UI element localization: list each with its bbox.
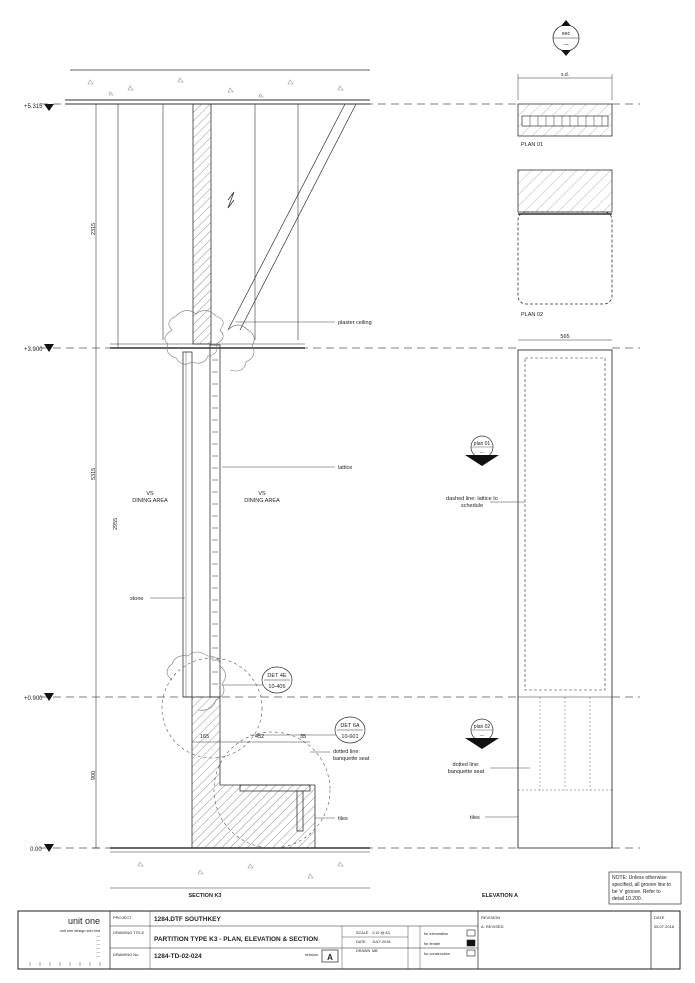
project-label: PROJECT xyxy=(113,915,132,920)
general-note-line1: NOTE: Unless otherwise xyxy=(612,875,667,881)
elevation-a xyxy=(465,20,613,849)
callout-det-4e-ref: 10-405 xyxy=(268,684,285,690)
revision-entry: A. REVISED xyxy=(481,924,504,929)
level-label-4: 0.00 xyxy=(30,847,42,853)
dim-top: s.d. xyxy=(561,72,569,78)
company-address-5: — xyxy=(97,950,101,954)
revision-header: REVISION xyxy=(481,915,500,920)
note-elev-dotted-1: dotted line: xyxy=(453,762,480,768)
level-marker-1: +5.315 xyxy=(24,104,54,111)
tag-plan-02-sub: — xyxy=(480,733,485,738)
note-dashed-line-2: schedule xyxy=(461,503,483,509)
plan-01-label: PLAN 01 xyxy=(521,142,543,148)
section-k3 xyxy=(65,69,370,889)
drawing-title-label: DRAWING TITLE xyxy=(113,930,144,935)
level-marker-2: +3.900 xyxy=(24,344,54,353)
dim-165: 165 xyxy=(200,734,209,740)
dim-5315: 5315 xyxy=(91,468,97,480)
revision-label: revision xyxy=(305,953,318,957)
note-elev-tiles: tiles xyxy=(470,815,480,821)
company-address-6: — xyxy=(97,954,101,958)
drawing-title: PARTITION TYPE K3 - PLAN, ELEVATION & SE… xyxy=(154,936,318,943)
section-title: SECTION K3 xyxy=(188,893,221,899)
date-value: JULY 2018 xyxy=(372,940,390,944)
note-lattice: lattice xyxy=(338,465,352,471)
note-banquette-seat: banquette seat xyxy=(333,756,370,762)
scale-value: 1:10 @ A3 xyxy=(372,931,390,935)
purpose-information: for information xyxy=(424,932,448,936)
general-note-box: NOTE: Unless otherwise specified, all gr… xyxy=(608,871,682,905)
tag-plan-01-sub: — xyxy=(480,450,485,455)
level-marker-3: +0.900 xyxy=(24,693,54,702)
purpose-tender: for tender xyxy=(424,942,441,946)
level-marker-4: 0.00 xyxy=(30,844,54,853)
dim-452: 452 xyxy=(255,734,264,740)
level-label-3: +0.900 xyxy=(24,696,43,702)
company-address-4: — xyxy=(97,946,101,950)
room-right-line1: VS xyxy=(258,491,266,497)
lattice-slats xyxy=(212,359,218,685)
date-label: DATE xyxy=(356,940,366,944)
plan-02-label: PLAN 02 xyxy=(521,312,543,318)
note-dashed-line-1: dashed line: lattice to xyxy=(446,496,498,502)
section-marker-sub: — xyxy=(564,42,569,48)
company-sub: unit one design sdn bhd xyxy=(60,929,100,933)
revision-letter: A xyxy=(327,953,333,962)
room-left-line2: DINING AREA xyxy=(132,498,168,504)
scale-label: SCALE xyxy=(356,931,369,935)
level-label-2: +3.900 xyxy=(24,347,43,353)
general-note-line2: specified, all groove line to xyxy=(612,882,671,888)
company-name: unit one xyxy=(68,916,100,926)
dim-35: 35 xyxy=(300,734,306,740)
callout-det-4e-title: DET 4E xyxy=(267,673,286,679)
note-dotted-line: dotted line: xyxy=(333,749,360,755)
drawing-no-label: DRAWING No. xyxy=(113,952,140,957)
callout-det-4e[interactable]: DET 4E 10-405 xyxy=(261,666,293,694)
level-label-1: +5.315 xyxy=(24,104,43,110)
elevation-title: ELEVATION A xyxy=(482,893,518,899)
dim-2315: 2315 xyxy=(91,223,97,235)
company-address-2: — xyxy=(97,938,101,942)
note-stone: stone xyxy=(130,596,143,602)
callout-det-6a-ref: 10-601 xyxy=(341,734,358,740)
drawing-no: 1284-TD-02-024 xyxy=(154,953,202,960)
tag-plan-01: plan 01 xyxy=(474,441,491,447)
room-right-line2: DINING AREA xyxy=(244,498,280,504)
note-elev-dotted-2: banquette seat xyxy=(448,769,485,775)
drawn-value: MB xyxy=(372,949,378,953)
purpose-construction: for construction xyxy=(424,952,450,956)
company-address-1: — xyxy=(97,934,101,938)
general-note-line3: be 'v' groove. Refer to xyxy=(612,889,661,895)
dim-2955: 2955 xyxy=(113,518,119,530)
general-note-line4: detail 10.200. xyxy=(612,896,642,902)
callout-det-6a-title: DET 6A xyxy=(340,723,359,729)
section-marker-label: sec xyxy=(562,31,571,37)
tag-plan-02: plan 02 xyxy=(474,724,491,730)
dim-900: 900 xyxy=(91,771,97,780)
date-header: DATE xyxy=(654,915,665,920)
dim-565: 565 xyxy=(560,334,569,340)
date-entry: 05.07.2018 xyxy=(654,924,675,929)
room-left-line1: VS xyxy=(146,491,154,497)
note-plaster-ceiling: plaster ceiling xyxy=(338,320,372,326)
drawn-label: DRAWN xyxy=(356,949,370,953)
callout-det-6a[interactable]: DET 6A 10-601 xyxy=(334,716,366,744)
note-tiles: tiles xyxy=(338,816,348,822)
company-address-3: — xyxy=(97,942,101,946)
title-block xyxy=(17,910,681,970)
project-name: 1284.DTF SOUTHKEY xyxy=(154,916,221,923)
